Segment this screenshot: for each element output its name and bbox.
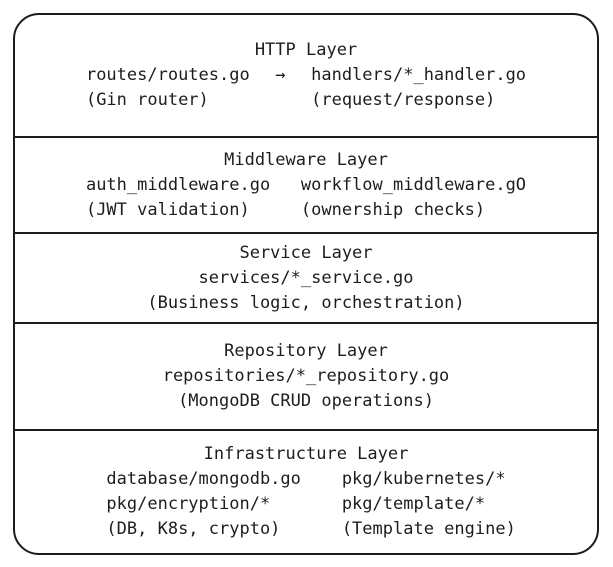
http-note-spacer — [250, 88, 311, 113]
jwt-validation-note: (JWT validation) — [85, 199, 250, 220]
layer-repository: Repository Layer repositories/*_reposito… — [15, 322, 597, 429]
ownership-checks-note: (ownership checks) — [300, 199, 486, 220]
db-k8s-crypto-note: (DB, K8s, crypto) — [106, 518, 281, 539]
mongodb-crud-note: (MongoDB CRUD operations) — [178, 391, 434, 411]
middleware-layer-row-files: auth_middleware.go workflow_middleware.g… — [86, 173, 526, 198]
middleware-layer-title: Middleware Layer — [224, 149, 388, 170]
request-response-note: (request/response) — [311, 90, 496, 110]
http-layer-row-notes: (Gin router) (request/response) — [86, 88, 526, 113]
infrastructure-row-1: database/mongodb.go pkg/kubernetes/* — [106, 467, 505, 492]
repository-layer-title: Repository Layer — [224, 341, 388, 361]
infrastructure-row-3: (DB, K8s, crypto) (Template engine) — [106, 517, 516, 542]
http-handlers-file: handlers/*_handler.go — [311, 65, 527, 85]
workflow-middleware-file: workflow_middleware.gO — [300, 174, 527, 195]
http-layer-row-files: routes/routes.go → handlers/*_handler.go — [86, 63, 526, 88]
http-layer-title: HTTP Layer — [254, 40, 358, 60]
auth-middleware-file: auth_middleware.go — [85, 174, 271, 195]
layer-middleware: Middleware Layer auth_middleware.go work… — [15, 136, 597, 232]
layer-infrastructure: Infrastructure Layer database/mongodb.go… — [15, 429, 597, 552]
infrastructure-row-2: pkg/encryption/* pkg/template/* — [106, 492, 505, 517]
database-mongodb-file: database/mongodb.go — [106, 468, 301, 489]
repository-file: repositories/*_repository.go — [162, 366, 450, 386]
layer-service: Service Layer services/*_service.go (Bus… — [15, 232, 597, 322]
arrow-right-icon: → — [275, 65, 286, 85]
infrastructure-layer-title: Infrastructure Layer — [203, 443, 409, 464]
business-logic-note: (Business logic, orchestration) — [147, 292, 465, 313]
pkg-kubernetes-path: pkg/kubernetes/* — [341, 468, 506, 489]
service-file: services/*_service.go — [198, 267, 414, 288]
service-layer-title: Service Layer — [239, 242, 373, 263]
pkg-encryption-path: pkg/encryption/* — [106, 493, 271, 514]
template-engine-note: (Template engine) — [341, 518, 516, 539]
pkg-template-path: pkg/template/* — [341, 493, 486, 514]
middleware-layer-row-notes: (JWT validation) (ownership checks) — [86, 198, 526, 223]
gin-router-note: (Gin router) — [85, 90, 209, 110]
layer-http: HTTP Layer routes/routes.go → handlers/*… — [15, 15, 597, 136]
architecture-diagram: HTTP Layer routes/routes.go → handlers/*… — [13, 13, 599, 555]
http-routes-file: routes/routes.go — [85, 65, 250, 85]
